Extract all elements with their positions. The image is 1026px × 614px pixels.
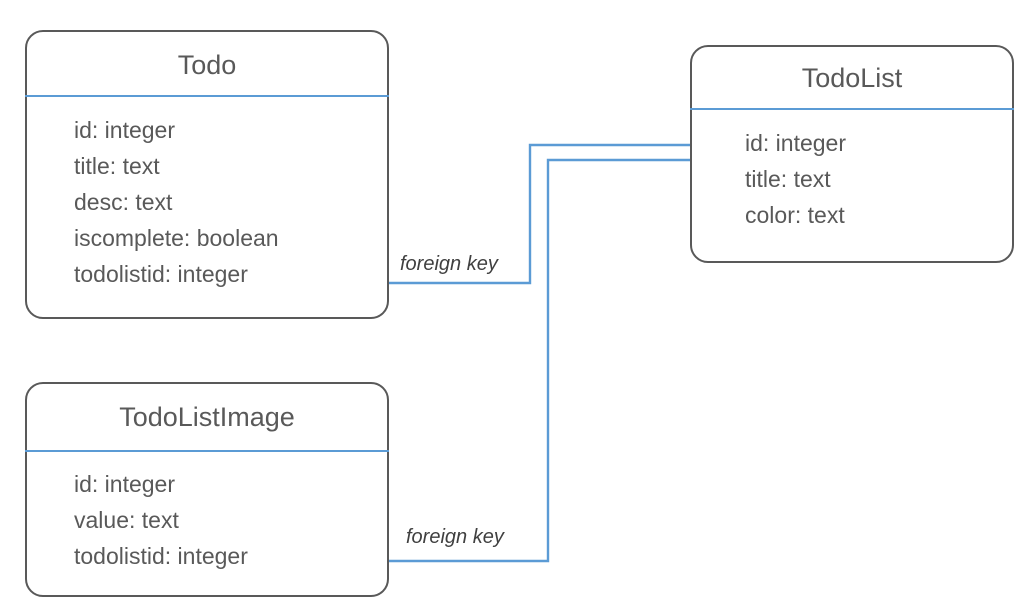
field-row: desc: text xyxy=(74,189,173,215)
field-row: value: text xyxy=(74,507,179,533)
field-row: todolistid: integer xyxy=(74,261,248,287)
entity-divider-todolistimage xyxy=(25,450,389,452)
entity-box-todolistimage[interactable]: TodoListImage id: integer value: text to… xyxy=(25,382,389,597)
field-row: iscomplete: boolean xyxy=(74,225,279,251)
entity-box-todolist[interactable]: TodoList id: integer title: text color: … xyxy=(690,45,1014,263)
connector-todolistimage-to-todolist xyxy=(330,156,733,563)
entity-title-todo: Todo xyxy=(177,50,237,80)
field-row: id: integer xyxy=(74,117,176,143)
field-list-todolistimage: id: integer value: text todolistid: inte… xyxy=(74,466,248,574)
entity-title-todolistimage: TodoListImage xyxy=(119,402,295,432)
field-row: id: integer xyxy=(745,130,847,156)
field-row: title: text xyxy=(74,153,160,179)
entity-divider-todolist xyxy=(690,108,1014,110)
relationship-label-foreign-key: foreign key xyxy=(402,525,508,549)
entity-divider-todo xyxy=(25,95,389,97)
field-row: todolistid: integer xyxy=(74,543,248,569)
relationship-label-foreign-key: foreign key xyxy=(396,252,502,276)
entity-title-todolist: TodoList xyxy=(801,63,903,93)
field-row: color: text xyxy=(745,202,845,228)
field-row: title: text xyxy=(745,166,831,192)
field-list-todo: id: integer title: text desc: text iscom… xyxy=(74,112,279,292)
field-list-todolist: id: integer title: text color: text xyxy=(745,125,846,233)
field-row: id: integer xyxy=(74,471,176,497)
entity-box-todo[interactable]: Todo id: integer title: text desc: text … xyxy=(25,30,389,319)
